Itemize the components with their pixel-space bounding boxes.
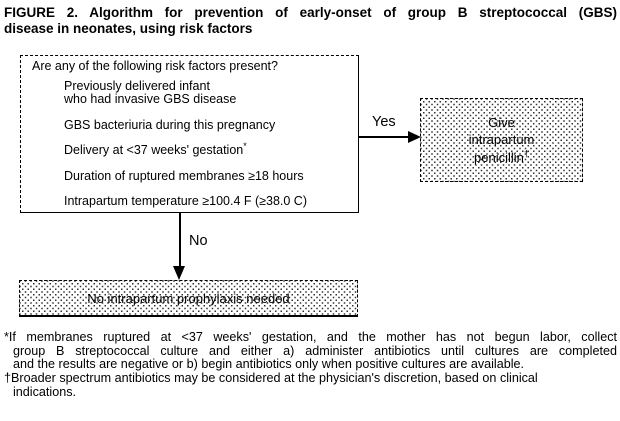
risk-factor-line: Previously delivered infant — [64, 79, 210, 93]
risk-factors-box: Are any of the following risk factors pr… — [20, 55, 359, 213]
no-arrowhead-icon — [173, 266, 185, 280]
give-penicillin-text: penicillin — [474, 149, 524, 165]
no-prophylaxis-text: No intrapartum prophylaxis needed — [87, 290, 290, 306]
give-penicillin-box: Give intrapartum penicillin† — [420, 98, 583, 182]
dagger-marker: † — [4, 371, 12, 386]
risk-factor-item: Previously delivered infant who had inva… — [64, 80, 236, 106]
no-arrow-line — [179, 213, 181, 267]
yes-label: Yes — [372, 114, 396, 130]
no-prophylaxis-box: No intrapartum prophylaxis needed — [19, 280, 358, 317]
risk-question: Are any of the following risk factors pr… — [32, 59, 278, 73]
footnote-dagger-line: indications. — [13, 384, 77, 399]
footnotes: *If membranes ruptured at <37 weeks' ges… — [4, 330, 617, 400]
risk-factor-item: GBS bacteriuria during this pregnancy — [64, 118, 276, 132]
no-label: No — [189, 233, 208, 249]
footnote-dagger-line: †Broader spectrum antibiotics may be con… — [4, 371, 617, 386]
figure-title-line2: disease in neonates, using risk factors — [4, 21, 253, 36]
risk-factor-item: Intrapartum temperature ≥100.4 F (≥38.0 … — [64, 194, 307, 208]
footnote-asterisk-line: *If membranes ruptured at <37 weeks' ges… — [4, 330, 617, 345]
risk-factor-item: Delivery at <37 weeks' gestation* — [64, 140, 247, 157]
asterisk-marker: * — [4, 330, 9, 344]
give-penicillin-line: intrapartum — [468, 132, 535, 148]
risk-factor-item: Duration of ruptured membranes ≥18 hours — [64, 169, 304, 183]
give-penicillin-line: Give — [488, 114, 515, 130]
footnote-asterisk-line: group B streptococcal culture and either… — [13, 343, 617, 358]
footnote-asterisk-line: and the results are negative or b) begin… — [13, 357, 525, 372]
figure-title: FIGURE 2. Algorithm for prevention of ea… — [4, 5, 617, 37]
dagger-footnote-marker: † — [523, 148, 529, 159]
risk-factor-line: Delivery at <37 weeks' gestation — [64, 143, 244, 157]
footnote-text: Broader spectrum antibiotics may be cons… — [11, 371, 538, 386]
footnote-text: If membranes ruptured at <37 weeks' gest… — [8, 330, 617, 344]
yes-arrow-line — [359, 136, 409, 138]
risk-factor-line: who had invasive GBS disease — [64, 92, 237, 106]
give-penicillin-line: penicillin† — [474, 149, 529, 167]
yes-arrowhead-icon — [408, 131, 421, 143]
asterisk-footnote-marker: * — [243, 140, 247, 151]
figure-title-line1: FIGURE 2. Algorithm for prevention of ea… — [4, 5, 617, 20]
